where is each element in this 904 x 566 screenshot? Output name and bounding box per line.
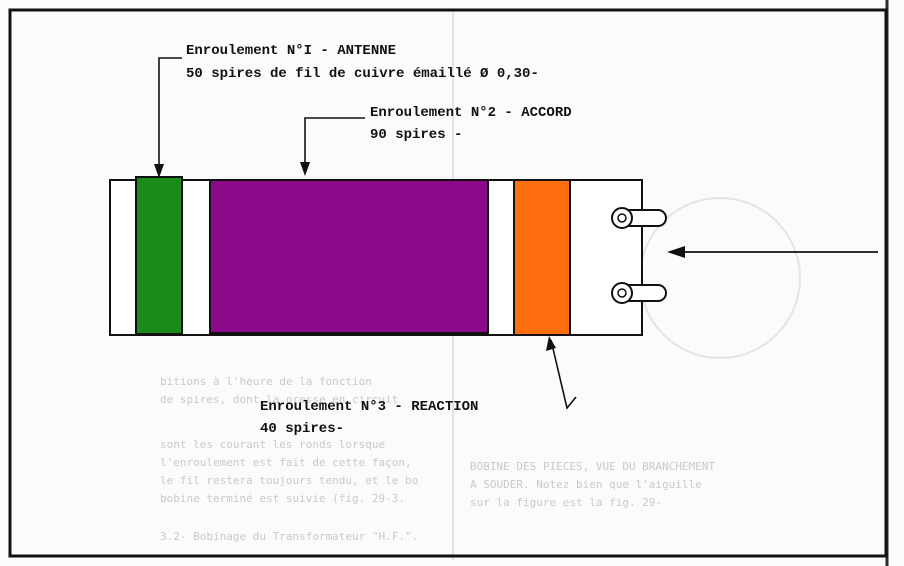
ghost-heading: 3.2- Bobinage du Transformateur "H.F.". xyxy=(160,530,419,543)
leader-winding-2 xyxy=(304,117,365,172)
terminal-lug-top xyxy=(611,207,667,229)
leader-winding-1 xyxy=(158,57,182,175)
winding-3-title: Enroulement N°3 - REACTION xyxy=(260,399,479,415)
ghost-caption-1: BOBINE DES PIECES, VUE DU BRANCHEMENT xyxy=(470,460,716,473)
ghost-body-3: sont les courant les ronds lorsque xyxy=(160,438,386,451)
ghost-caption-3: sur la figure est la fig. 29- xyxy=(470,496,663,509)
winding-2-title: Enroulement N°2 - ACCORD xyxy=(370,105,572,121)
ghost-caption-2: A SOUDER. Notez bien que l'aiguille xyxy=(470,478,702,491)
winding-3-detail: 40 spires- xyxy=(260,421,345,437)
terminal-lug-bottom xyxy=(611,282,667,304)
winding-2-tuning xyxy=(209,179,489,334)
ghost-body-6: bobine terminé est suivie (fig. 29-3. xyxy=(160,492,406,505)
ghost-body-2: de spires, dont la presse en circuit xyxy=(160,393,399,406)
figure-frame xyxy=(8,8,888,558)
winding-1-antenna xyxy=(135,176,183,335)
ghost-body-5: le fil restera toujours tendu, et le bo xyxy=(160,474,419,487)
view-direction-arrowhead xyxy=(667,246,685,258)
arrowhead-winding-1 xyxy=(154,164,164,178)
arrowhead-winding-3 xyxy=(546,336,556,351)
winding-1-title: Enroulement N°I - ANTENNE xyxy=(186,43,397,59)
winding-3-reaction xyxy=(513,179,571,336)
winding-2-detail: 90 spires - xyxy=(370,127,463,143)
ghost-body-4: l'enroulement est fait de cette façon, xyxy=(160,456,412,469)
ghost-body-1: bitions à l'heure de la fonction xyxy=(160,375,372,388)
arrowhead-winding-2 xyxy=(300,162,310,176)
leader-winding-3 xyxy=(550,339,577,410)
winding-1-detail: 50 spires de fil de cuivre émaillé Ø 0,3… xyxy=(186,66,539,82)
